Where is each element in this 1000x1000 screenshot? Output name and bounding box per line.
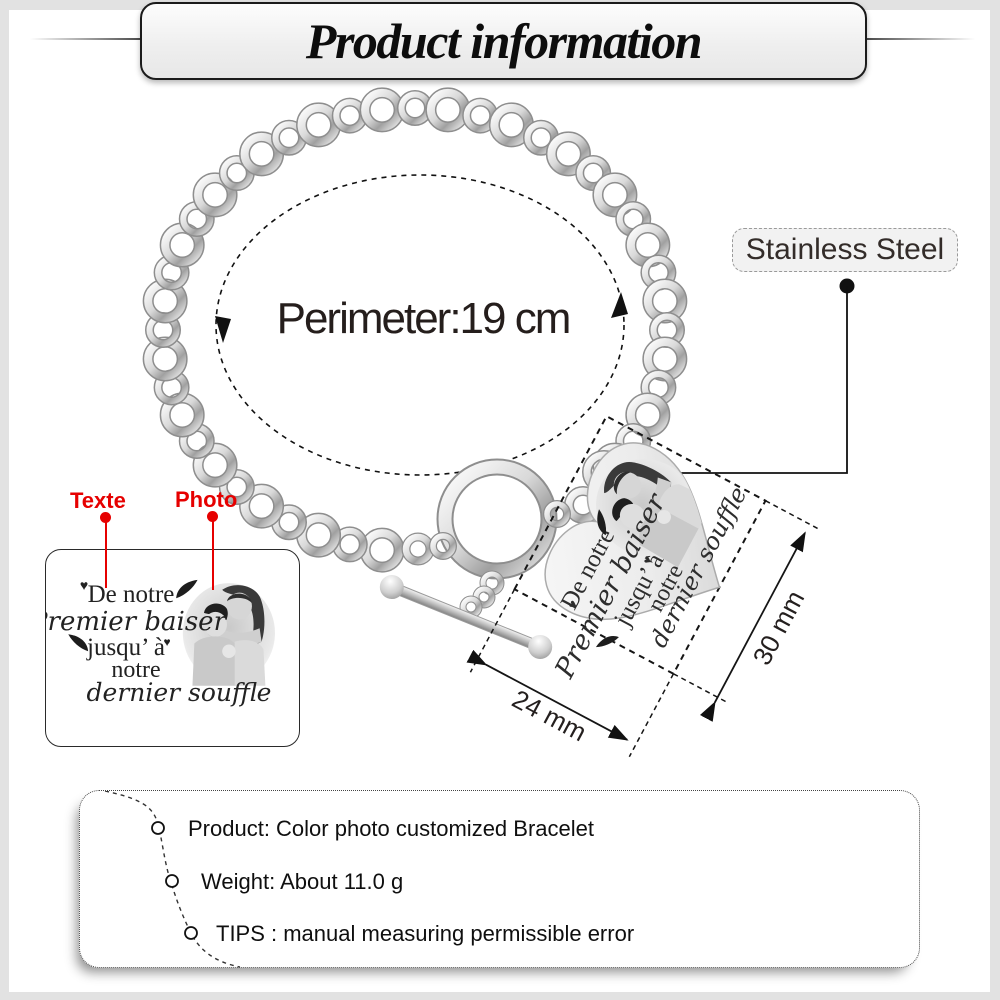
engraving-card: ♥ De notre Premier baiser jusqu’ à ♥ not…: [45, 549, 300, 747]
photo-callout-dot: [207, 511, 218, 522]
toggle-bar: [379, 575, 553, 659]
page-title: Product information: [305, 13, 703, 69]
card-engraving: ♥ De notre Premier baiser jusqu’ à ♥ not…: [46, 577, 271, 707]
chain-link: [240, 132, 283, 175]
chain-link: [220, 470, 254, 504]
banner-rule-right: [867, 38, 975, 40]
spec-bullet: [165, 874, 179, 888]
photo-callout-label: Photo: [175, 487, 238, 512]
chain-link: [593, 173, 636, 216]
card-line: Premier baiser: [46, 607, 228, 637]
card-line: jusqu’ à: [86, 634, 165, 661]
width-dimension-arrow: [466, 649, 629, 741]
spec-item-product: Product: Color photo customized Bracelet: [188, 816, 594, 841]
material-badge: Stainless Steel: [732, 228, 958, 272]
spec-bullet: [184, 926, 198, 940]
text-callout-dot: [100, 512, 111, 523]
text-callout-label: Texte: [70, 488, 126, 513]
text-callout-line: [105, 522, 107, 588]
heart-charm: ♥ De notre Premier baiser jusqu’ à ♥ not…: [544, 441, 753, 684]
chain-link: [194, 444, 237, 487]
spec-box: Product: Color photo customized Bracelet…: [79, 790, 920, 968]
card-line: De notre: [88, 581, 175, 608]
photo-callout-line: [212, 521, 214, 590]
height-dimension-label: 30 mm: [747, 586, 811, 670]
dashed-perimeter-ellipse: [215, 174, 628, 476]
spec-item-tips: TIPS : manual measuring permissible erro…: [216, 921, 635, 946]
chain-link: [194, 173, 237, 216]
spec-item-weight: Weight: About 11.0 g: [201, 869, 404, 894]
chain-link: [240, 485, 283, 528]
banner: Product information: [140, 2, 867, 80]
perimeter-label: Perimeter:19 cm: [277, 294, 570, 343]
chain-link: [576, 156, 610, 190]
card-line: notre: [111, 657, 160, 683]
perimeter-arrow-right: [611, 292, 628, 318]
rolo-chain: [142, 87, 688, 573]
card-line: dernier souffle: [87, 678, 272, 707]
spec-bullet: [151, 821, 165, 835]
height-dimension-arrow: [699, 531, 806, 722]
width-dimension-label: 24 mm: [507, 684, 591, 748]
material-callout-line: [660, 278, 855, 474]
feather-icon: [173, 579, 201, 599]
banner-rule-left: [30, 38, 140, 40]
heart-glyph: ♥: [163, 635, 170, 649]
perimeter-arrow-left: [215, 316, 231, 343]
heart-glyph: ♥: [80, 577, 88, 593]
chain-link: [547, 132, 590, 175]
